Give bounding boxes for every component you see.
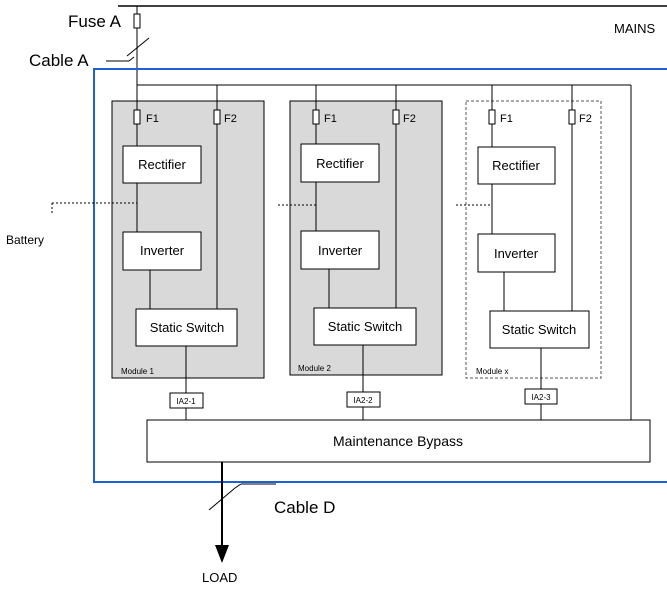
- module-x-isolator-label: IA2-3: [531, 393, 551, 402]
- module-x-rectifier: [477, 146, 556, 185]
- load-label: LOAD: [202, 570, 237, 585]
- module-x-static-switch: [489, 310, 590, 349]
- cable-a-slash: [126, 37, 150, 57]
- module-1-rectifier: [122, 145, 202, 184]
- fuse-a-label: Fuse A: [68, 12, 122, 31]
- module-x-rectifier-label: Rectifier: [492, 158, 540, 173]
- battery-label: Battery: [6, 233, 44, 247]
- module-2-isolator-label: IA2-2: [353, 396, 373, 405]
- module-2-name: Module 2: [298, 364, 331, 373]
- mains-label: MAINS: [614, 21, 656, 36]
- module-x-f1-label: F1: [500, 113, 513, 125]
- module-2-rectifier-label: Rectifier: [316, 156, 364, 171]
- module-1-inverter: [122, 231, 202, 271]
- cable-a-label: Cable A: [29, 51, 89, 70]
- module-x-inverter: [477, 233, 556, 273]
- module-x: F1 Rectifier Inverter F2 Static Switch M…: [465, 85, 602, 420]
- module-x-inverter-label: Inverter: [494, 246, 539, 261]
- module-2: F1 Rectifier Inverter F2 Static Switch M…: [289, 85, 443, 420]
- module-1-inverter-label: Inverter: [140, 243, 185, 258]
- module-2-static-switch-label: Static Switch: [328, 319, 402, 334]
- module-x-f2-label: F2: [579, 113, 592, 125]
- module-2-inverter: [300, 230, 380, 270]
- module-2-rectifier: [300, 143, 380, 183]
- module-1-static-switch-label: Static Switch: [150, 320, 224, 335]
- module-1-f1-icon: [133, 109, 141, 125]
- maintenance-bypass-label: Maintenance Bypass: [333, 433, 463, 449]
- module-1-isolator-label: IA2-1: [176, 397, 196, 406]
- cable-a-leader: [128, 56, 135, 62]
- module-1-f2-label: F2: [224, 113, 237, 125]
- module-2-f1-label: F1: [324, 113, 337, 125]
- maintenance-bypass: [146, 419, 651, 463]
- load-arrow-icon: [215, 545, 229, 563]
- cable-d-leader: [234, 483, 242, 489]
- module-x-f1-icon: [488, 109, 496, 125]
- cable-d-label: Cable D: [274, 498, 335, 517]
- module-2-inverter-label: Inverter: [318, 243, 363, 258]
- module-1-f1-label: F1: [146, 113, 159, 125]
- module-2-f2-label: F2: [403, 113, 416, 125]
- module-x-name: Module x: [476, 367, 508, 376]
- module-2-static-switch: [313, 307, 417, 346]
- module-1-f2-icon: [213, 109, 221, 125]
- module-x-f2-icon: [568, 109, 576, 125]
- module-1-rectifier-label: Rectifier: [138, 157, 186, 172]
- ups-enclosure: [93, 68, 667, 483]
- module-2-f2-icon: [392, 109, 400, 125]
- cable-d-slash: [208, 487, 236, 511]
- module-2-f1-icon: [312, 109, 320, 125]
- fuse-a-icon: [133, 13, 141, 29]
- module-1-name: Module 1: [121, 367, 154, 376]
- module-x-static-switch-label: Static Switch: [502, 322, 576, 337]
- module-1: F1 Rectifier Inverter F2 Static Switch M…: [111, 85, 265, 420]
